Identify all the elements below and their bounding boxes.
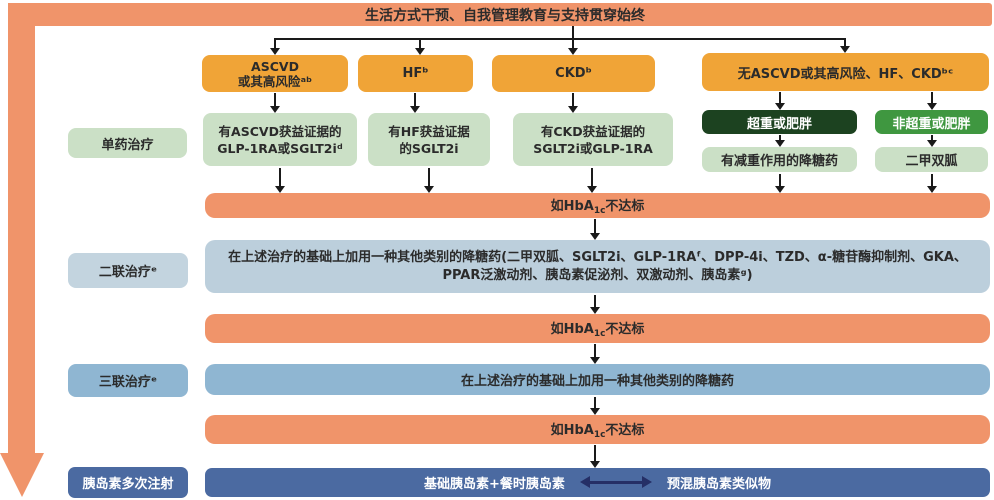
double-arrow-icon xyxy=(579,476,652,488)
arrow-non-overweight-down xyxy=(927,135,937,147)
arrow-no-ascvd-left-down xyxy=(775,92,785,110)
box-overweight-text: 超重或肥胖 xyxy=(746,116,812,132)
row-label-monotherapy-text: 单药治疗 xyxy=(101,137,154,153)
condition-box-no-ascvd: 无ASCVD或其高风险、HF、CKDᵇᶜ xyxy=(702,53,989,91)
row-label-monotherapy: 单药治疗 xyxy=(68,128,187,158)
arrow-ascvd-down xyxy=(270,93,280,113)
condition-box-hf-text: HFᵇ xyxy=(402,66,429,81)
mono-box-ascvd-line1: 有ASCVD获益证据的 xyxy=(218,123,342,139)
insulin-bar: 基础胰岛素+餐时胰岛素 预混胰岛素类似物 xyxy=(205,468,990,497)
arrow-to-hf xyxy=(415,38,425,55)
arrow-weightdrug-down xyxy=(775,174,785,193)
arrow-to-ckd xyxy=(568,38,578,55)
hba1c-bar-1: 如HbA1c不达标 xyxy=(205,193,990,218)
mono-box-ascvd-benefit: 有ASCVD获益证据的 GLP-1RA或SGLT2iᵈ xyxy=(203,113,357,166)
dual-therapy-bar: 在上述治疗的基础上加用一种其他类别的降糖药(二甲双胍、SGLT2i、GLP-1R… xyxy=(205,240,990,293)
box-weight-loss-drug: 有减重作用的降糖药 xyxy=(702,147,857,172)
box-metformin-text: 二甲双胍 xyxy=(905,154,958,169)
row-label-insulin-multi-text: 胰岛素多次注射 xyxy=(82,477,174,492)
mono-box-ckd-benefit: 有CKD获益证据的 SGLT2i或GLP-1RA xyxy=(513,113,673,166)
hba1c-bar-2: 如HbA1c不达标 xyxy=(205,314,990,343)
condition-box-ckd-text: CKDᵇ xyxy=(555,66,592,81)
row-label-insulin-multi: 胰岛素多次注射 xyxy=(68,467,188,498)
hba1c-bar-3: 如HbA1c不达标 xyxy=(205,415,990,444)
box-weight-loss-drug-text: 有减重作用的降糖药 xyxy=(720,154,838,169)
arrow-ckd-down xyxy=(568,93,578,113)
arrow-hba1c3-down xyxy=(590,445,600,468)
condition-box-ckd: CKDᵇ xyxy=(492,55,655,92)
mono-box-ascvd-line2: GLP-1RA或SGLT2iᵈ xyxy=(217,140,343,156)
condition-box-hf: HFᵇ xyxy=(358,55,473,92)
mono-box-hf-line1: 有HF获益证据 xyxy=(388,123,470,139)
arrow-mono3-down xyxy=(587,168,597,193)
arrow-to-ascvd xyxy=(270,38,280,55)
row-label-dual-text: 二联治疗ᵉ xyxy=(98,265,158,280)
dual-therapy-line1: 在上述治疗的基础上加用一种其他类别的降糖药(二甲双胍、SGLT2i、GLP-1R… xyxy=(228,249,967,265)
mono-box-ckd-line2: SGLT2i或GLP-1RA xyxy=(533,140,653,156)
row-label-triple-text: 三联治疗ᵉ xyxy=(98,375,158,390)
arrow-metformin-down xyxy=(927,174,937,193)
insulin-bar-premix-text: 预混胰岛素类似物 xyxy=(666,477,771,492)
box-non-overweight-text: 非超重或肥胖 xyxy=(892,116,971,132)
arrow-hba1c2-down xyxy=(590,344,600,364)
arrow-mono1-down xyxy=(275,168,285,193)
arrow-hba1c1-down xyxy=(590,219,600,240)
hba1c-bar-2-text: 如HbA1c不达标 xyxy=(550,322,645,339)
box-non-overweight: 非超重或肥胖 xyxy=(875,110,988,134)
arrow-to-no-ascvd xyxy=(840,38,850,53)
arrow-overweight-down xyxy=(775,135,785,147)
condition-box-ascvd: ASCVD 或其高风险ᵃᵇ xyxy=(202,55,348,92)
triple-therapy-bar: 在上述治疗的基础上加用一种其他类别的降糖药 xyxy=(205,364,990,395)
arrow-no-ascvd-right-down xyxy=(927,92,937,110)
condition-box-ascvd-line2: 或其高风险ᵃᵇ xyxy=(237,73,313,89)
hba1c-bar-3-text: 如HbA1c不达标 xyxy=(550,423,645,440)
insulin-bar-basal-bolus-text: 基础胰岛素+餐时胰岛素 xyxy=(424,477,565,492)
arrow-hf-down xyxy=(410,93,420,113)
arrow-mono2-down xyxy=(424,168,434,193)
left-flow-arrow-shaft xyxy=(8,3,35,455)
box-overweight: 超重或肥胖 xyxy=(702,110,857,134)
connector-top-horizontal xyxy=(274,38,846,40)
connector-top-vertical xyxy=(572,26,574,39)
left-flow-arrow-head xyxy=(0,453,44,497)
dual-therapy-line2: PPAR泛激动剂、胰岛素促泌剂、双激动剂、胰岛素ᵍ) xyxy=(442,267,753,283)
mono-box-hf-benefit: 有HF获益证据 的SGLT2i xyxy=(368,113,490,166)
lifestyle-bar-text: 生活方式干预、自我管理教育与支持贯穿始终 xyxy=(365,7,645,24)
hba1c-bar-1-text: 如HbA1c不达标 xyxy=(550,199,645,216)
mono-box-hf-line2: 的SGLT2i xyxy=(399,140,459,156)
condition-box-ascvd-line1: ASCVD xyxy=(251,58,299,74)
mono-box-ckd-line1: 有CKD获益证据的 xyxy=(540,123,646,139)
row-label-dual: 二联治疗ᵉ xyxy=(68,253,188,288)
triple-therapy-text: 在上述治疗的基础上加用一种其他类别的降糖药 xyxy=(460,374,734,389)
arrow-triple-down xyxy=(590,397,600,415)
box-metformin: 二甲双胍 xyxy=(875,147,988,172)
condition-box-no-ascvd-text: 无ASCVD或其高风险、HF、CKDᵇᶜ xyxy=(737,66,954,82)
lifestyle-bar: 生活方式干预、自我管理教育与支持贯穿始终 xyxy=(18,3,992,26)
arrow-dual-down xyxy=(590,295,600,314)
row-label-triple: 三联治疗ᵉ xyxy=(68,364,188,397)
